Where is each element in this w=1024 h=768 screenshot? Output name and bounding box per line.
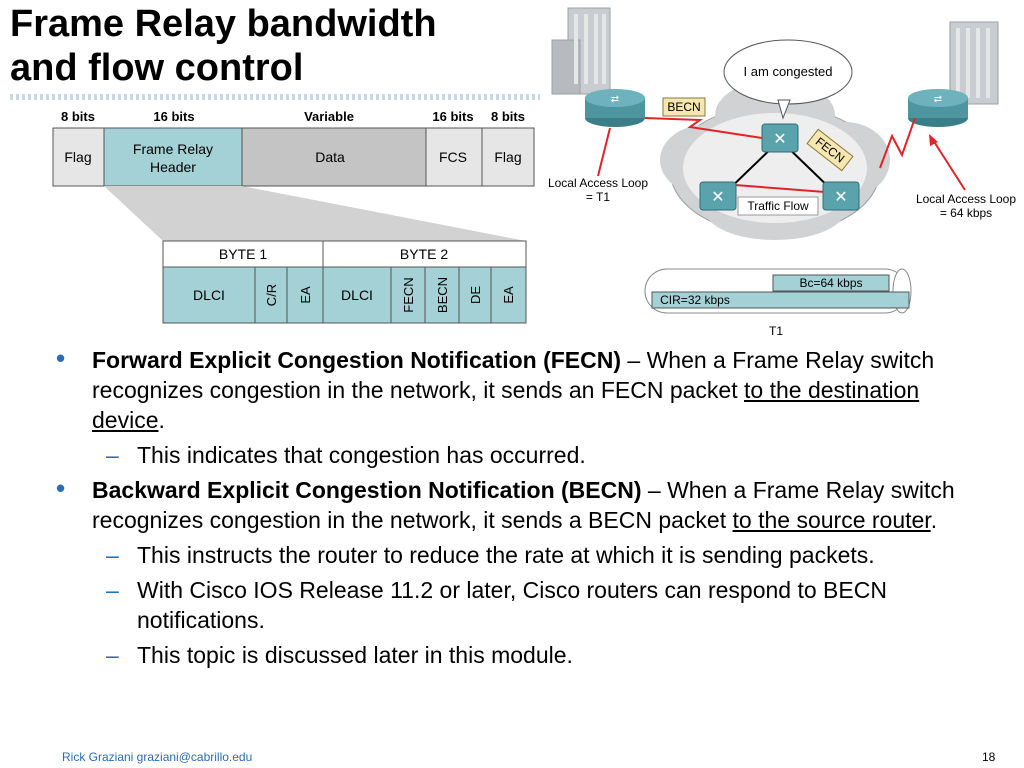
dash-icon: – xyxy=(106,442,119,468)
dash-icon: – xyxy=(106,542,119,568)
sub-cr-label: C/R xyxy=(264,284,279,306)
t1-label: T1 xyxy=(769,324,783,338)
bullet-becn: • Backward Explicit Congestion Notificat… xyxy=(52,473,992,535)
becn-tag xyxy=(662,97,706,117)
page-number: 18 xyxy=(982,750,996,764)
field-flag-2-label: Flag xyxy=(494,149,521,165)
left-building-icon xyxy=(551,7,611,95)
field-header-label-1: Frame Relay xyxy=(133,141,213,157)
bullet-dot-icon: • xyxy=(56,343,66,373)
sub-ea-2-label: EA xyxy=(501,286,516,304)
byte1-label: BYTE 1 xyxy=(219,246,267,262)
frame-format-diagram: 8 bits 16 bits Variable 16 bits 8 bits F… xyxy=(52,109,535,324)
sub-becn-label: BECN xyxy=(435,277,450,313)
right-loop-label-2: = 64 kbps xyxy=(940,206,992,220)
congestion-network-diagram: ✕ ✕ ✕ ⇄ ⇄ I am congested BECN FECN Traff… xyxy=(548,7,1016,240)
right-building-icon xyxy=(949,21,999,105)
bullet-becn-underline: to the source router xyxy=(732,507,931,533)
dash-icon: – xyxy=(106,577,119,603)
byte2-header xyxy=(322,240,527,268)
slide-title: Frame Relay bandwidth and flow control xyxy=(10,2,540,90)
field-fcs-label: FCS xyxy=(439,149,467,165)
bullet-becn-term: Backward Explicit Congestion Notificatio… xyxy=(92,477,642,503)
right-loop-label-1: Local Access Loop xyxy=(916,192,1016,206)
sub-de-label: DE xyxy=(468,286,483,304)
field-header-label-2: Header xyxy=(150,159,196,175)
bullet-fecn-term: Forward Explicit Congestion Notification… xyxy=(92,347,621,373)
bullet-dot-icon: • xyxy=(56,473,66,503)
left-loop-label-1: Local Access Loop xyxy=(548,176,648,190)
t1-bandwidth-diagram: Bc=64 kbps CIR=32 kbps T1 xyxy=(644,268,912,338)
left-loop-label-2: = T1 xyxy=(586,190,610,204)
title-divider xyxy=(10,94,540,100)
congestion-speech-bubble: I am congested xyxy=(723,39,853,120)
bullet-fecn: • Forward Explicit Congestion Notificati… xyxy=(52,343,992,435)
field-flag-2 xyxy=(481,127,535,187)
sub-bullet-becn-3: – This topic is discussed later in this … xyxy=(52,640,992,670)
sub-dlci-2 xyxy=(322,266,392,324)
right-router-icon: ⇄ xyxy=(908,89,968,127)
cir-label: CIR=32 kbps xyxy=(660,293,730,307)
sub-becn xyxy=(424,266,460,324)
sub-bullet-text: This topic is discussed later in this mo… xyxy=(137,642,573,668)
byte2-label: BYTE 2 xyxy=(400,246,448,262)
sub-de xyxy=(458,266,492,324)
field-data-label: Data xyxy=(315,149,345,165)
right-loop-link xyxy=(879,117,916,169)
sub-bullet-text: This instructs the router to reduce the … xyxy=(137,542,875,568)
width-fcs: 16 bits xyxy=(432,109,473,124)
bullet-fecn-end: . xyxy=(158,407,165,433)
bc-label: Bc=64 kbps xyxy=(799,276,862,290)
sub-bullet-fecn-1: – This indicates that congestion has occ… xyxy=(52,440,992,470)
left-router-icon: ⇄ xyxy=(585,89,645,127)
sub-bullet-becn-1: – This instructs the router to reduce th… xyxy=(52,540,992,570)
svg-text:✕: ✕ xyxy=(834,189,847,206)
dash-icon: – xyxy=(106,642,119,668)
sub-bullet-text: With Cisco IOS Release 11.2 or later, Ci… xyxy=(137,577,887,633)
field-header xyxy=(103,127,243,187)
switch-top-icon: ✕ xyxy=(761,123,799,153)
sub-cr xyxy=(254,266,288,324)
sub-fecn-label: FECN xyxy=(401,277,416,312)
expansion-shade xyxy=(104,186,526,241)
field-fcs xyxy=(425,127,483,187)
sub-ea-1-label: EA xyxy=(298,286,313,304)
width-data: Variable xyxy=(304,109,354,124)
bubble-text: I am congested xyxy=(744,64,833,79)
sub-bullet-becn-2: – With Cisco IOS Release 11.2 or later, … xyxy=(52,575,992,635)
bullet-fecn-underline: to the destination device xyxy=(92,377,920,433)
traffic-flow-tag xyxy=(737,196,819,216)
width-flag-1: 8 bits xyxy=(61,109,95,124)
fecn-tag xyxy=(806,128,854,172)
becn-tag-label: BECN xyxy=(667,100,700,114)
sub-dlci-2-label: DLCI xyxy=(341,287,373,303)
width-header: 16 bits xyxy=(153,109,194,124)
footer-author: Rick Graziani graziani@cabrillo.edu xyxy=(62,750,253,764)
traffic-flow-label: Traffic Flow xyxy=(747,199,809,213)
sub-bullet-text: This indicates that congestion has occur… xyxy=(137,442,586,468)
bullet-list: • Forward Explicit Congestion Notificati… xyxy=(52,343,992,675)
svg-text:⇄: ⇄ xyxy=(934,94,942,105)
title-line-1: Frame Relay bandwidth xyxy=(10,3,437,45)
svg-text:✕: ✕ xyxy=(773,131,786,148)
width-flag-2: 8 bits xyxy=(491,109,525,124)
sub-ea-2 xyxy=(490,266,527,324)
switch-left-icon: ✕ xyxy=(699,181,737,211)
field-flag-1-label: Flag xyxy=(64,149,91,165)
bullet-becn-end: . xyxy=(930,507,938,533)
sub-dlci-1 xyxy=(162,266,256,324)
cir-bar xyxy=(651,291,910,309)
field-flag-1 xyxy=(52,127,105,187)
title-line-2: and flow control xyxy=(10,47,304,89)
field-data xyxy=(241,127,427,187)
switch-right-icon: ✕ xyxy=(822,181,860,211)
svg-text:⇄: ⇄ xyxy=(611,94,619,105)
sub-dlci-1-label: DLCI xyxy=(193,287,225,303)
bullet-becn-text: – When a Frame Relay switch recognizes c… xyxy=(92,477,955,533)
left-loop-link xyxy=(644,117,763,139)
bc-bar xyxy=(772,274,890,292)
sub-ea-1 xyxy=(286,266,324,324)
bullet-fecn-text: – When a Frame Relay switch recognizes c… xyxy=(92,347,935,403)
svg-text:✕: ✕ xyxy=(711,189,724,206)
